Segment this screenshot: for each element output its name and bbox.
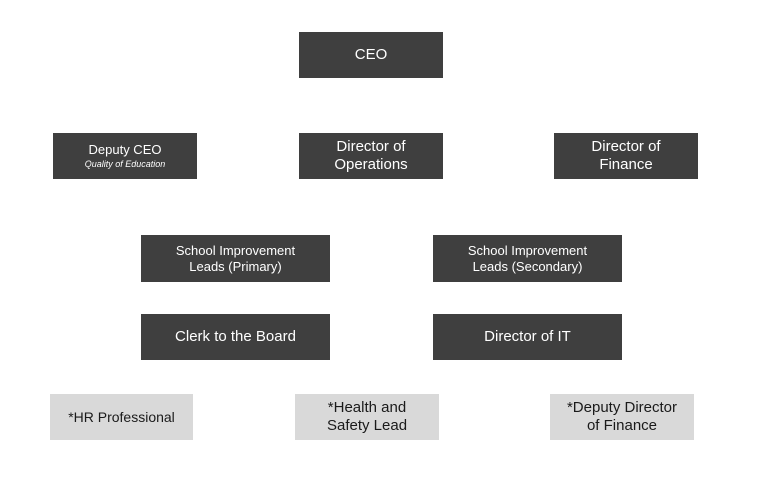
sil-secondary-box: School Improvement Leads (Secondary) <box>433 235 622 282</box>
director-it-label: Director of IT <box>484 328 571 345</box>
deputy-director-finance-box: *Deputy Director of Finance <box>550 394 694 440</box>
deputy-director-finance-label: *Deputy Director of Finance <box>566 399 678 434</box>
hr-professional-box: *HR Professional <box>50 394 193 440</box>
health-safety-lead-box: *Health and Safety Lead <box>295 394 439 440</box>
ceo-label: CEO <box>354 46 388 63</box>
hr-professional-label: *HR Professional <box>68 408 175 425</box>
clerk-board-box: Clerk to the Board <box>141 314 330 360</box>
director-finance-label: Director of Finance <box>591 138 661 173</box>
sil-primary-box: School Improvement Leads (Primary) <box>141 235 330 282</box>
deputy-ceo-label: Deputy CEO <box>88 141 162 157</box>
sil-primary-label: School Improvement Leads (Primary) <box>175 242 296 274</box>
sil-secondary-label: School Improvement Leads (Secondary) <box>467 242 588 274</box>
health-safety-lead-label: *Health and Safety Lead <box>326 399 408 434</box>
director-operations-box: Director of Operations <box>299 133 443 179</box>
director-operations-label: Director of Operations <box>334 138 408 173</box>
deputy-ceo-box: Deputy CEO Quality of Education <box>53 133 197 179</box>
clerk-board-label: Clerk to the Board <box>175 328 296 345</box>
director-it-box: Director of IT <box>433 314 622 360</box>
deputy-ceo-subtitle: Quality of Education <box>84 159 166 170</box>
ceo-box: CEO <box>299 32 443 78</box>
director-finance-box: Director of Finance <box>554 133 698 179</box>
